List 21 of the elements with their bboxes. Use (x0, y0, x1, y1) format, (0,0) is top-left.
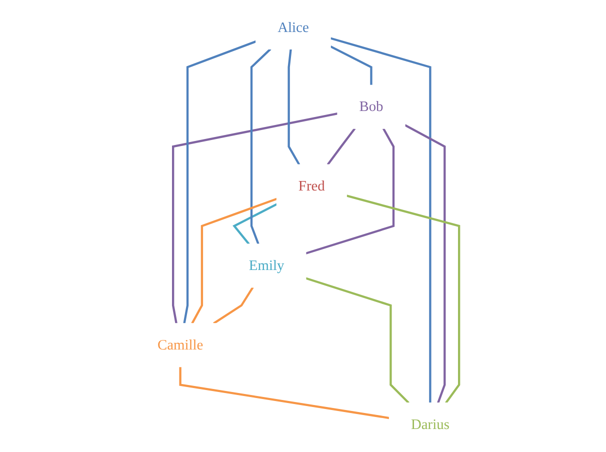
connector (326, 128, 356, 166)
connector (287, 49, 300, 166)
connector (172, 112, 338, 324)
connector (212, 286, 254, 324)
connector (250, 48, 271, 244)
connector (190, 198, 277, 324)
connector (305, 277, 409, 404)
node-text: Emily (248, 258, 284, 274)
connector (346, 194, 460, 404)
node-text: Camille (156, 337, 203, 354)
connector (330, 45, 372, 86)
connector (182, 40, 256, 324)
connector (330, 37, 431, 403)
connector (305, 128, 394, 254)
connector (232, 203, 277, 245)
node-text: Bob (358, 98, 383, 115)
node-text: Alice (277, 20, 308, 36)
connector (404, 124, 446, 404)
node-text: Fred (298, 178, 324, 194)
node-text: Darius (410, 416, 449, 432)
connector (178, 366, 389, 420)
